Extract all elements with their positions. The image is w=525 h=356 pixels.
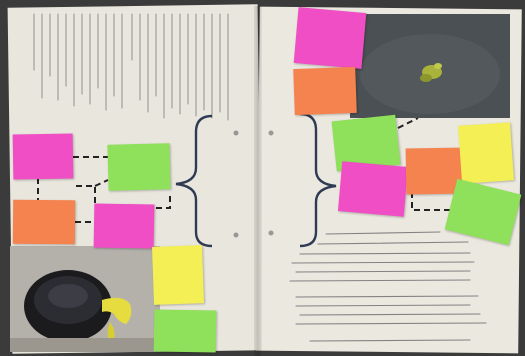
sticky-note-orange [293, 66, 357, 116]
book-gutter [254, 6, 262, 356]
sticky-note-green [153, 309, 217, 353]
right-brace [299, 112, 337, 248]
sticky-note-magenta [93, 203, 155, 249]
photo-top-right-content [350, 14, 510, 118]
sticky-note-magenta [293, 7, 367, 69]
page-marks [233, 130, 274, 238]
left-vertical-writing [33, 13, 229, 121]
right-horizontal-writing [289, 231, 487, 342]
photo-bottom-left [10, 246, 160, 352]
sticky-note-yellow [152, 245, 204, 305]
left-brace [175, 114, 213, 248]
sticky-note-magenta [337, 161, 409, 217]
photo-top-right [350, 14, 510, 118]
sticky-note-orange [12, 199, 76, 245]
sticky-note-green [107, 143, 171, 191]
sticky-note-magenta [12, 133, 74, 180]
sticky-note-yellow [458, 122, 514, 184]
photo-bottom-left-content [10, 246, 160, 352]
